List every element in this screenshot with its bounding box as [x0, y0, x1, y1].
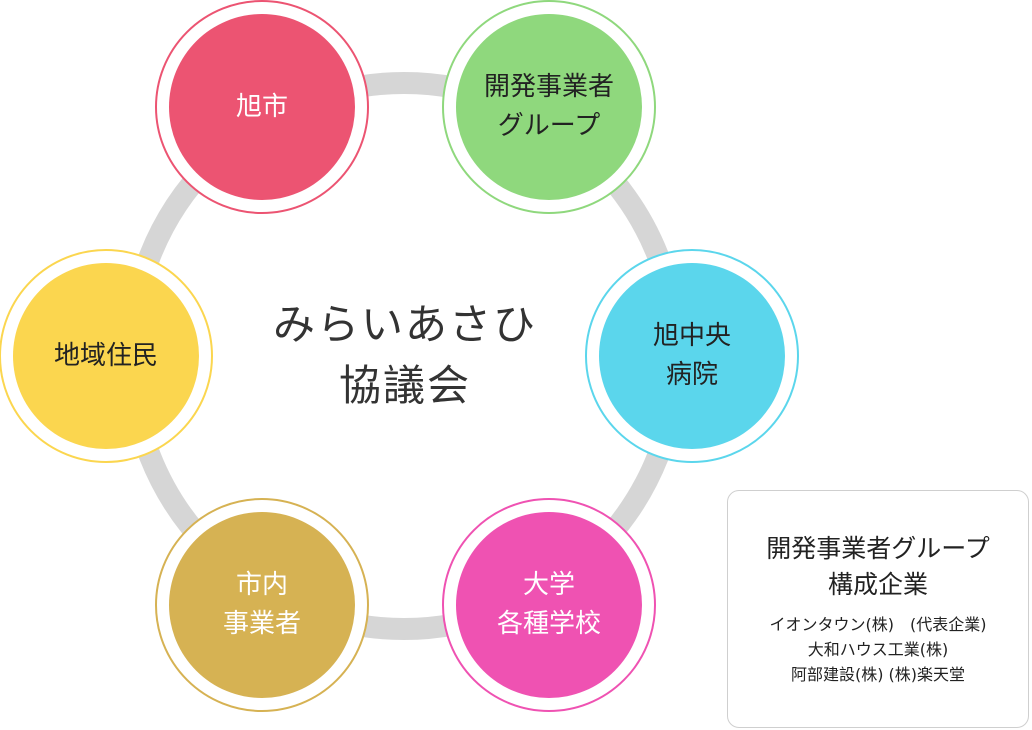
developer-group-label: 開発事業者 グループ	[483, 72, 614, 141]
center-title: みらいあさひ 協議会	[272, 300, 537, 410]
developer-group-info-box: 開発事業者グループ 構成企業 イオンタウン(株) (代表企業) 大和ハウス工業(…	[727, 490, 1029, 728]
universities-schools-label: 大学 各種学校	[496, 570, 601, 639]
asahi-city-label: 旭市	[235, 91, 288, 122]
asahi-city-node: 旭市	[169, 14, 355, 200]
company-item: 阿部建設(株) (株)楽天堂	[790, 665, 966, 685]
asahi-central-hospital-node: 旭中央 病院	[599, 263, 785, 449]
developer-group-node: 開発事業者 グループ	[456, 14, 642, 200]
local-residents-label: 地域住民	[53, 340, 158, 371]
company-list: イオンタウン(株) (代表企業) 大和ハウス工業(株) 阿部建設(株) (株)楽…	[728, 612, 1028, 688]
local-residents-node: 地域住民	[13, 263, 199, 449]
asahi-central-hospital-label: 旭中央 病院	[652, 321, 731, 390]
info-box-title: 開発事業者グループ 構成企業	[766, 534, 990, 600]
local-businesses-node: 市内 事業者	[169, 512, 355, 698]
universities-schools-node: 大学 各種学校	[456, 512, 642, 698]
company-item: 大和ハウス工業(株)	[807, 639, 949, 659]
company-item: イオンタウン(株) (代表企業)	[769, 614, 987, 634]
local-businesses-label: 市内 事業者	[222, 570, 301, 639]
